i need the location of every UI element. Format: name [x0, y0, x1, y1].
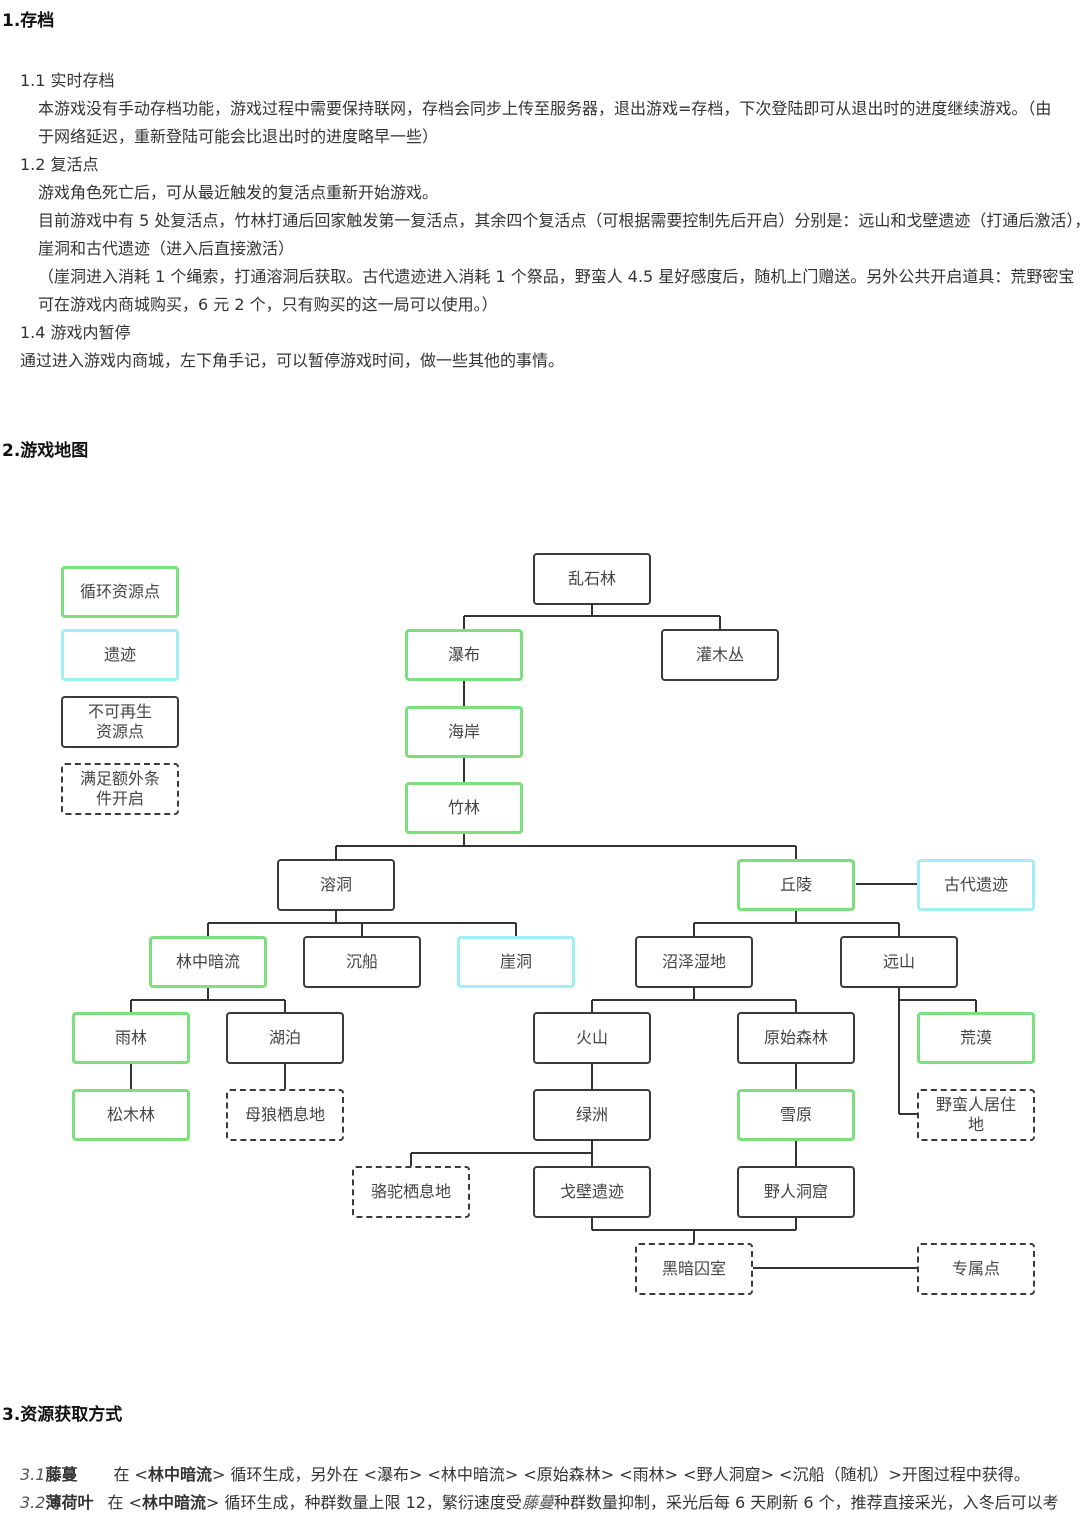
- node-zhulin: 竹林: [405, 782, 523, 834]
- node-chenchuan: 沉船: [303, 936, 421, 988]
- legend-ruins: 遗迹: [61, 629, 179, 681]
- node-mulang: 母狼栖息地: [226, 1089, 344, 1141]
- sub-heading-1-2: 1.2 复活点: [20, 155, 99, 174]
- paragraph: （崖洞进入消耗 1 个绳索，打通溶洞后获取。古代遗迹进入消耗 1 个祭品，野蛮人…: [38, 267, 1075, 286]
- node-luotuo: 骆驼栖息地: [352, 1166, 470, 1218]
- node-hubo: 湖泊: [226, 1012, 344, 1064]
- node-gudaiyiji: 古代遗迹: [917, 859, 1035, 911]
- node-pubu: 瀑布: [405, 629, 523, 681]
- node-guanmucong: 灌木丛: [661, 629, 779, 681]
- node-qiuling: 丘陵: [737, 859, 855, 911]
- legend-extra-condition: 满足额外条件开启: [61, 763, 179, 815]
- node-huoshan: 火山: [533, 1012, 651, 1064]
- resource-row-2: 3.2薄荷叶在 <林中暗流> 循环生成，种群数量上限 12，繁衍速度受藤蔓种群数…: [20, 1493, 1059, 1512]
- node-huangmo: 荒漠: [917, 1012, 1035, 1064]
- resource-row-1: 3.1藤蔓在 <林中暗流> 循环生成，另外在 <瀑布> <林中暗流> <原始森林…: [20, 1465, 1030, 1484]
- legend-non-renewable: 不可再生资源点: [61, 696, 179, 748]
- node-yadong: 崖洞: [457, 936, 575, 988]
- sub-heading-1-4: 1.4 游戏内暂停: [20, 323, 131, 342]
- node-heian: 黑暗囚室: [635, 1243, 753, 1295]
- node-lvzhou: 绿洲: [533, 1089, 651, 1141]
- node-linzhonganliu: 林中暗流: [149, 936, 267, 988]
- node-luanshilin: 乱石林: [533, 553, 651, 605]
- node-yerendongku: 野人洞窟: [737, 1166, 855, 1218]
- node-yuanshan: 远山: [840, 936, 958, 988]
- node-xueyuan: 雪原: [737, 1089, 855, 1141]
- section-3-title: 3.资源获取方式: [2, 1405, 123, 1425]
- node-yulin: 雨林: [72, 1012, 190, 1064]
- section-2-title: 2.游戏地图: [2, 441, 89, 461]
- paragraph: 本游戏没有手动存档功能，游戏过程中需要保持联网，存档会同步上传至服务器，退出游戏…: [38, 99, 1052, 118]
- paragraph: 目前游戏中有 5 处复活点，竹林打通后回家触发第一复活点，其余四个复活点（可根据…: [38, 211, 1080, 230]
- node-gebi: 戈壁遗迹: [533, 1166, 651, 1218]
- node-haian: 海岸: [405, 706, 523, 758]
- paragraph: 于网络延迟，重新登陆可能会比退出时的进度略早一些）: [38, 127, 439, 146]
- paragraph: 游戏角色死亡后，可从最近触发的复活点重新开始游戏。: [38, 183, 439, 202]
- node-songmulin: 松木林: [72, 1089, 190, 1141]
- node-rongdong: 溶洞: [277, 859, 395, 911]
- node-yemanren: 野蛮人居住地: [917, 1089, 1035, 1141]
- node-zhaoze: 沼泽湿地: [635, 936, 753, 988]
- node-zhuanshu: 专属点: [917, 1243, 1035, 1295]
- sub-heading-1-1: 1.1 实时存档: [20, 71, 115, 90]
- legend-recurring: 循环资源点: [61, 566, 179, 618]
- paragraph: 崖洞和古代遗迹（进入后直接激活）: [38, 239, 295, 258]
- paragraph: 可在游戏内商城购买，6 元 2 个，只有购买的这一局可以使用。）: [38, 295, 498, 314]
- paragraph: 通过进入游戏内商城，左下角手记，可以暂停游戏时间，做一些其他的事情。: [20, 351, 565, 370]
- section-1-title: 1.存档: [2, 11, 55, 31]
- node-yuanshisenlin: 原始森林: [737, 1012, 855, 1064]
